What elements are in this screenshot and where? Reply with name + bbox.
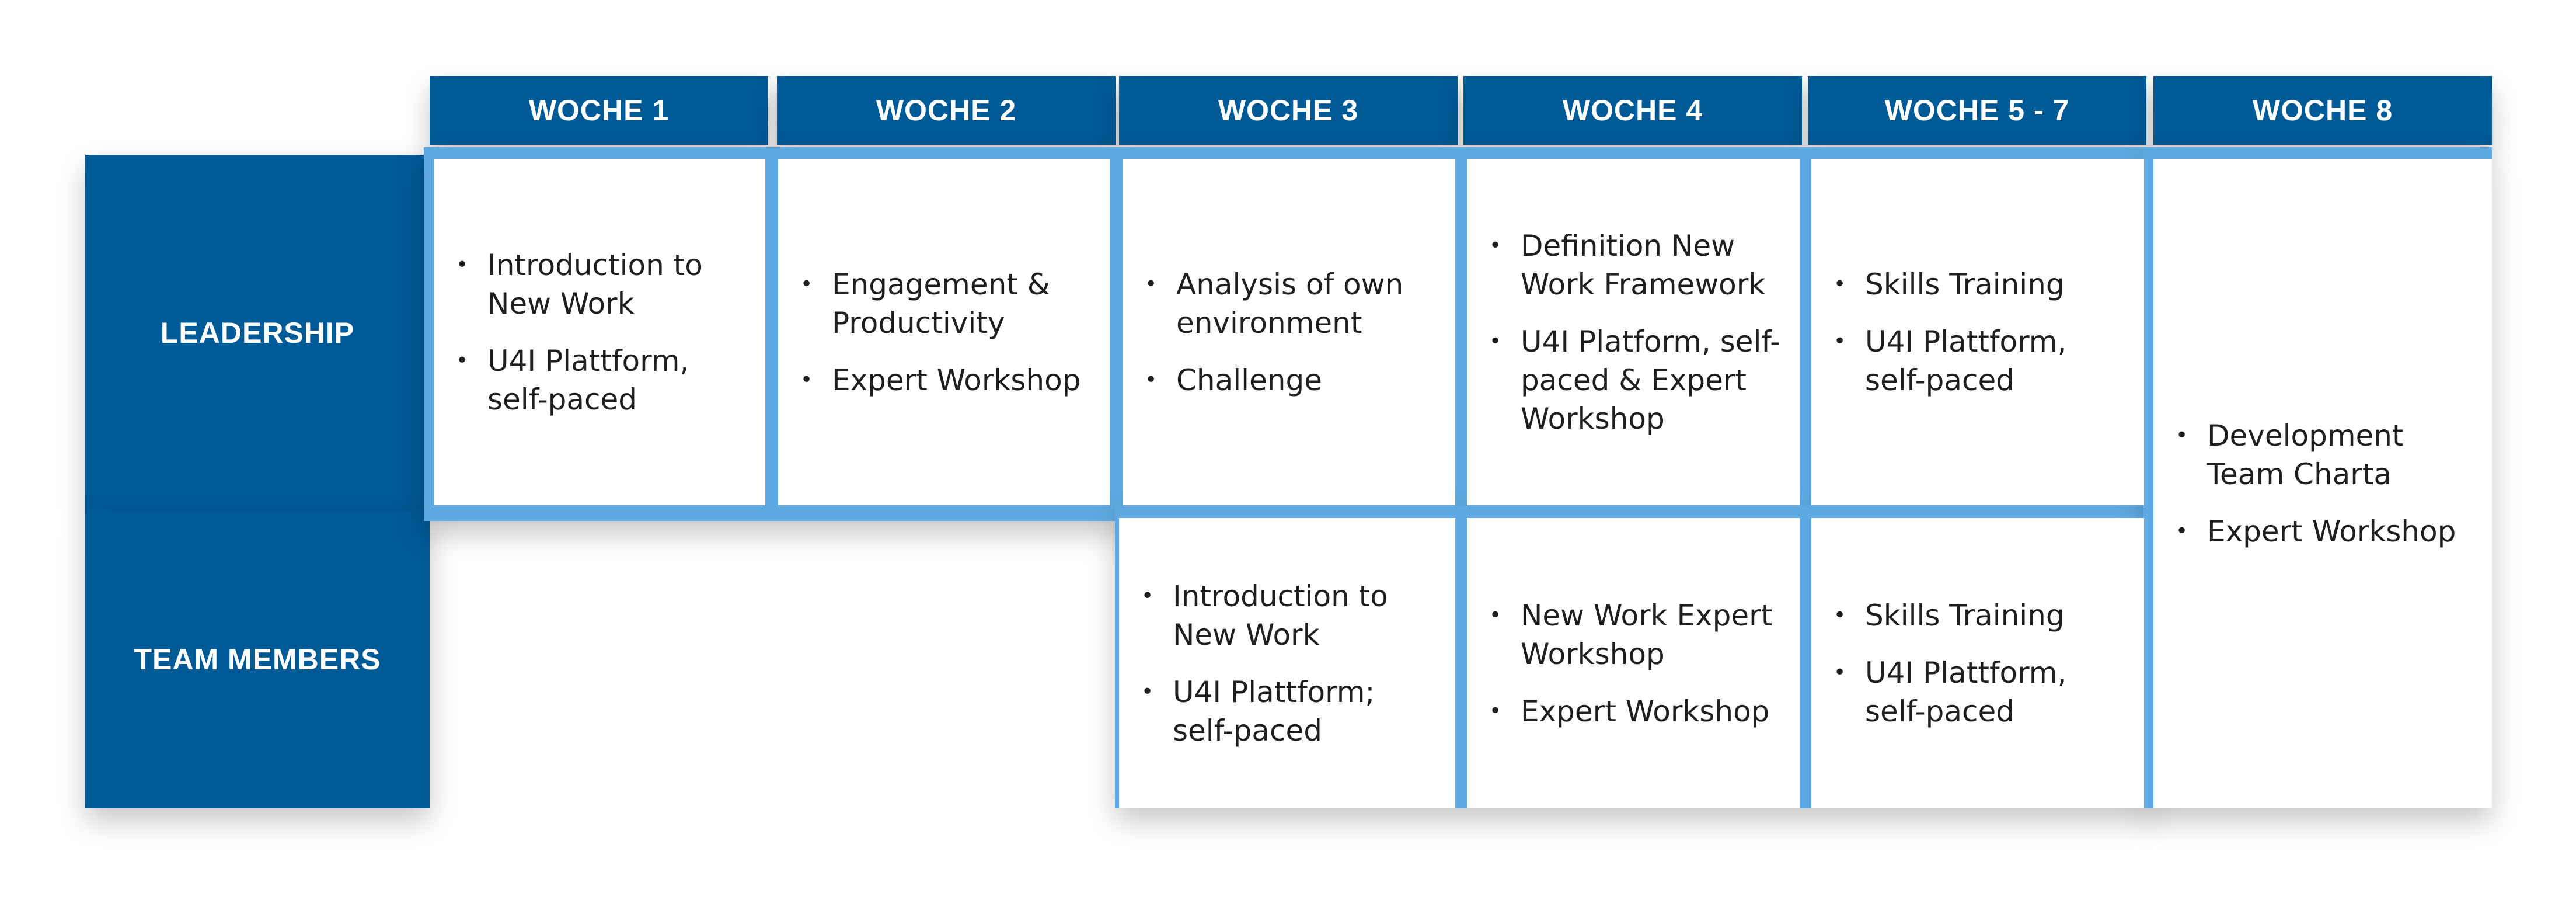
bullet-icon: • (1833, 603, 1846, 627)
item-list: • Development Team Charta • Expert Worksho… (2170, 416, 2480, 551)
row-header-label: LEADERSHIP (160, 316, 355, 349)
column-header-woche-5-7: WOCHE 5 - 7 (1808, 76, 2146, 145)
column-header-label: WOCHE 8 (2252, 94, 2393, 127)
item-text: Skills Training (1865, 267, 2065, 301)
item-text: U4I Platform, self-paced & Expert Worksh… (1521, 324, 1781, 436)
cell-team-woche-4: • New Work Expert Workshop • Expert Worksh… (1467, 518, 1800, 808)
item-text: U4I Plattform, self-paced (1865, 324, 2067, 397)
row-header-leadership: LEADERSHIP (85, 155, 430, 510)
bullet-icon: • (1141, 583, 1154, 608)
cell-leadership-woche-1: • Introduction to New Work • U4I Plattform… (434, 159, 765, 505)
item-text: Expert Workshop (1521, 694, 1770, 728)
bullet-icon: • (1489, 329, 1502, 353)
item-text: Skills Training (1865, 598, 2065, 633)
row-header-team-members: TEAM MEMBERS (85, 510, 430, 808)
item-list: • New Work Expert Workshop • Expert Worksh… (1483, 596, 1788, 731)
column-header-label: WOCHE 3 (1218, 94, 1359, 127)
list-item: • U4I Platform, self-paced & Expert Works… (1483, 322, 1788, 438)
bullet-icon: • (1489, 699, 1502, 723)
item-text: Challenge (1176, 363, 1322, 397)
column-header-woche-2: WOCHE 2 (777, 76, 1116, 145)
list-item: • Challenge (1139, 361, 1444, 399)
list-item: • Skills Training (1828, 265, 2132, 304)
item-list: • Engagement & Productivity • Expert Works… (794, 265, 1098, 399)
cell-leadership-woche-5-7: • Skills Training • U4I Plattform, self-pa… (1811, 159, 2144, 505)
bullet-icon: • (1145, 367, 1158, 392)
bullet-icon: • (800, 272, 813, 296)
bullet-icon: • (456, 252, 469, 277)
list-item: • New Work Expert Workshop (1483, 596, 1788, 673)
column-header-label: WOCHE 5 - 7 (1884, 94, 2070, 127)
column-header-woche-4: WOCHE 4 (1463, 76, 1802, 145)
cell-leadership-woche-3: • Analysis of own environment • Challenge (1123, 159, 1455, 505)
list-item: • Expert Workshop (1483, 692, 1788, 731)
list-item: • U4I Plattform, self-paced (1828, 322, 2132, 399)
item-text: Expert Workshop (832, 363, 1081, 397)
item-list: • Analysis of own environment • Challenge (1139, 265, 1444, 399)
cell-leadership-woche-4: • Definition New Work Framework • U4I Plat… (1467, 159, 1800, 505)
list-item: • Introduction to New Work (450, 246, 754, 323)
item-list: • Skills Training • U4I Plattform, self-pa… (1828, 596, 2132, 731)
item-text: Engagement & Productivity (832, 267, 1050, 340)
cell-team-woche-3: • Introduction to New Work • U4I Plattform… (1119, 518, 1455, 808)
list-item: • Introduction to New Work (1135, 577, 1444, 654)
bullet-icon: • (1145, 272, 1158, 296)
item-text: U4I Plattform, self-paced (487, 343, 689, 416)
list-item: • U4I Plattform, self-paced (450, 342, 754, 419)
item-text: New Work Expert Workshop (1521, 598, 1773, 671)
list-item: • U4I Plattform, self-paced (1828, 654, 2132, 731)
item-text: U4I Plattform; self-paced (1173, 675, 1375, 748)
list-item: • Analysis of own environment (1139, 265, 1444, 342)
item-text: Definition New Work Framework (1521, 228, 1766, 301)
bullet-icon: • (2176, 423, 2188, 447)
cell-both-woche-8: • Development Team Charta • Expert Worksho… (2153, 159, 2492, 808)
column-header-label: WOCHE 2 (876, 94, 1017, 127)
list-item: • Expert Workshop (794, 361, 1098, 399)
item-text: Expert Workshop (2207, 515, 2456, 548)
bullet-icon: • (2176, 519, 2188, 543)
column-header-woche-3: WOCHE 3 (1119, 76, 1458, 145)
item-text: U4I Plattform, self-paced (1865, 655, 2067, 728)
item-text: Introduction to New Work (1173, 579, 1388, 652)
item-text: Introduction to New Work (487, 248, 703, 321)
bullet-icon: • (1489, 233, 1502, 258)
bullet-icon: • (1489, 603, 1502, 627)
bullet-icon: • (800, 367, 813, 392)
list-item: • Expert Workshop (2170, 512, 2480, 551)
column-header-label: WOCHE 4 (1562, 94, 1703, 127)
column-header-woche-1: WOCHE 1 (430, 76, 768, 145)
list-item: • Skills Training (1828, 596, 2132, 635)
list-item: • Definition New Work Framework (1483, 227, 1788, 304)
cell-team-woche-5-7: • Skills Training • U4I Plattform, self-pa… (1811, 518, 2144, 808)
bullet-icon: • (1833, 272, 1846, 296)
cell-leadership-woche-2: • Engagement & Productivity • Expert Works… (778, 159, 1110, 505)
list-item: • U4I Plattform; self-paced (1135, 673, 1444, 750)
list-item: • Development Team Charta (2170, 416, 2480, 494)
column-header-woche-8: WOCHE 8 (2153, 76, 2492, 145)
item-list: • Introduction to New Work • U4I Plattform… (1135, 577, 1444, 750)
item-list: • Skills Training • U4I Plattform, self-pa… (1828, 265, 2132, 399)
item-text: Development Team Charta (2207, 419, 2404, 491)
column-header-label: WOCHE 1 (528, 94, 670, 127)
row-header-label: TEAM MEMBERS (134, 643, 381, 676)
item-list: • Introduction to New Work • U4I Plattform… (450, 246, 754, 419)
item-text: Analysis of own environment (1176, 267, 1404, 340)
list-item: • Engagement & Productivity (794, 265, 1098, 342)
bullet-icon: • (456, 348, 469, 373)
item-list: • Definition New Work Framework • U4I Plat… (1483, 227, 1788, 438)
bullet-icon: • (1141, 679, 1154, 704)
bullet-icon: • (1833, 329, 1846, 353)
bullet-icon: • (1833, 660, 1846, 684)
